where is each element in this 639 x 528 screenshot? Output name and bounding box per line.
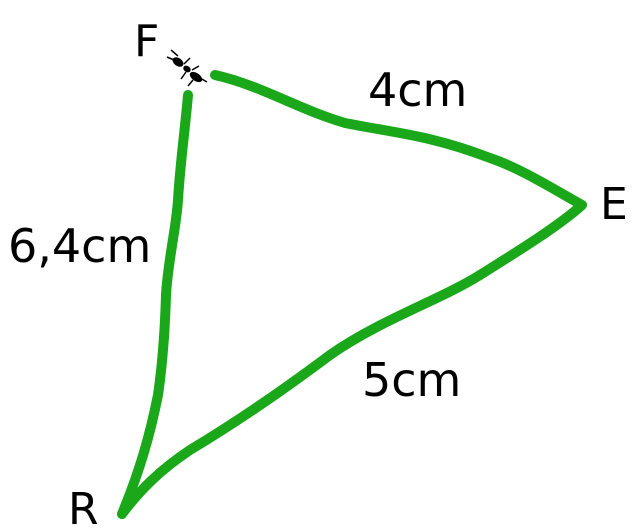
side-fe [210, 70, 587, 210]
side-er [117, 200, 587, 519]
edge-label-fr: 6,4cm [8, 219, 151, 273]
edge-label-er: 5cm [362, 353, 461, 407]
vertex-label-e: E [600, 179, 628, 230]
vertex-label-f: F [134, 16, 159, 67]
edge-label-fe: 4cm [368, 63, 467, 117]
ant-icon [166, 49, 208, 87]
side-fr [117, 90, 193, 519]
vertex-label-r: R [68, 484, 99, 528]
